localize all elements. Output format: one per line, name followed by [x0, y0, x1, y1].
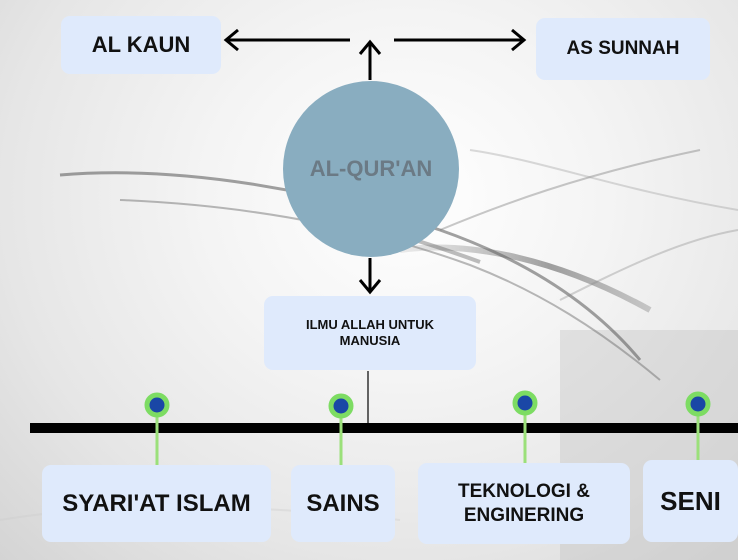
as-sunnah-label: AS SUNNAH	[566, 38, 680, 60]
al-kaun-box: AL KAUN	[61, 16, 221, 74]
ilmu-allah-box: ILMU ALLAH UNTUK MANUSIA	[264, 296, 476, 370]
as-sunnah-box: AS SUNNAH	[536, 18, 710, 80]
branch-box-teknologi: TEKNOLOGI & ENGINERING	[418, 463, 630, 544]
branch-label-seni: SENI	[660, 485, 721, 516]
al-kaun-label: AL KAUN	[91, 32, 191, 58]
branch-label-sains: SAINS	[306, 489, 380, 517]
ilmu-allah-label: ILMU ALLAH UNTUK MANUSIA	[305, 316, 435, 348]
branch-box-seni: SENI	[643, 460, 738, 542]
branch-label-syariat-islam: SYARI'AT ISLAM	[62, 489, 251, 517]
al-quran-circle: AL-QUR'AN	[283, 81, 459, 257]
branch-box-sains: SAINS	[291, 465, 395, 542]
branch-box-syariat-islam: SYARI'AT ISLAM	[42, 465, 271, 542]
al-quran-label: AL-QUR'AN	[309, 156, 433, 181]
branch-label-teknologi: TEKNOLOGI & ENGINERING	[458, 480, 590, 526]
